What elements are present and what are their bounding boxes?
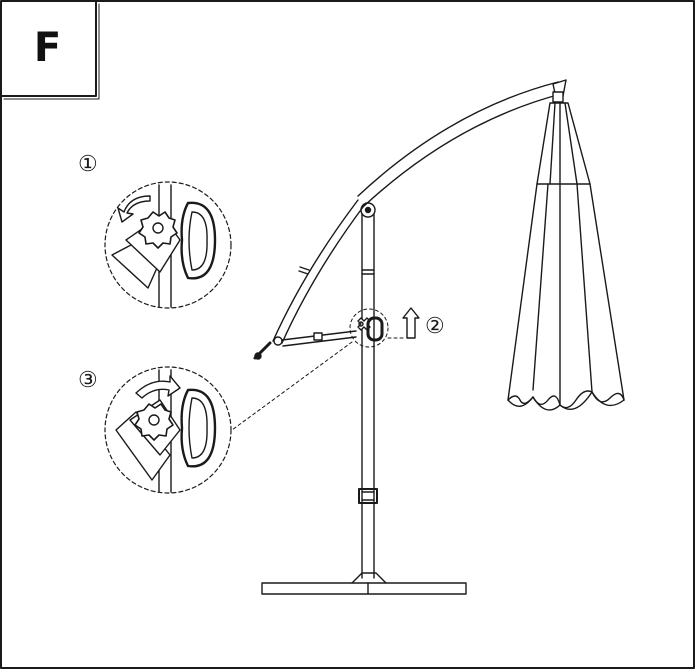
callout-marker-2: ② bbox=[425, 314, 445, 339]
detail-circle-3 bbox=[104, 366, 232, 494]
callout-marker-3: ③ bbox=[78, 368, 98, 393]
umbrella-arm bbox=[272, 79, 567, 344]
detail-leader-line bbox=[231, 341, 353, 431]
umbrella-base bbox=[261, 572, 467, 595]
mast-clamp bbox=[358, 488, 378, 504]
rotate-arrow-icon bbox=[135, 375, 181, 399]
mast-lock-detail bbox=[349, 308, 389, 348]
crank-lever bbox=[253, 330, 357, 360]
callout-marker-1: ① bbox=[78, 152, 98, 177]
handle-icon bbox=[180, 388, 217, 468]
rotate-arrow-icon bbox=[117, 195, 151, 223]
umbrella-mast bbox=[358, 202, 378, 579]
step-letter: F bbox=[33, 24, 62, 71]
detail-circle-1 bbox=[104, 181, 232, 309]
umbrella-canopy bbox=[507, 91, 625, 411]
lift-up-arrow-icon bbox=[402, 307, 420, 339]
